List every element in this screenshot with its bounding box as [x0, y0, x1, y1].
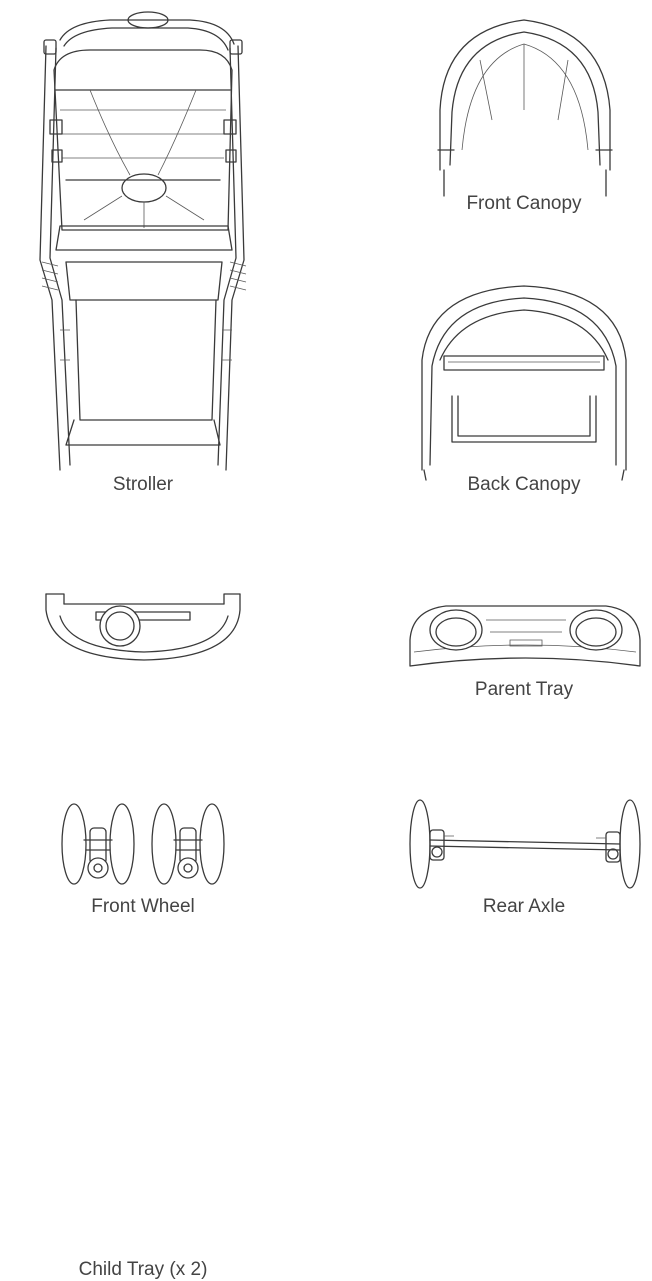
- part-parent-tray: Parent Tray: [400, 590, 652, 710]
- front-canopy-label: Front Canopy: [466, 193, 582, 214]
- part-stroller: Stroller: [0, 0, 290, 500]
- part-back-canopy: Back Canopy: [400, 270, 652, 510]
- child-tray-icon: [45, 593, 241, 661]
- child-tray-label: Child Tray (x 2): [78, 1259, 208, 1280]
- front-wheel-label: Front Wheel: [91, 896, 195, 917]
- rear-axle-label: Rear Axle: [482, 896, 566, 917]
- part-front-wheel: Front Wheel: [0, 790, 290, 930]
- front-canopy-icon: [437, 19, 613, 197]
- front-wheel-right: [151, 803, 225, 885]
- rear-axle-icon: [409, 799, 641, 889]
- front-wheel-icon: [61, 803, 225, 885]
- stroller-icon: [39, 11, 247, 471]
- part-rear-axle: Rear Axle: [400, 790, 652, 930]
- back-canopy-label: Back Canopy: [467, 474, 581, 495]
- part-front-canopy: Front Canopy: [400, 0, 652, 230]
- front-wheel-left: [61, 803, 135, 885]
- parent-tray-icon: [409, 605, 641, 667]
- part-child-tray: Child Tray (x 2): [0, 580, 290, 1280]
- back-canopy-icon: [421, 285, 627, 481]
- stroller-label: Stroller: [112, 474, 174, 495]
- parent-tray-label: Parent Tray: [474, 679, 574, 700]
